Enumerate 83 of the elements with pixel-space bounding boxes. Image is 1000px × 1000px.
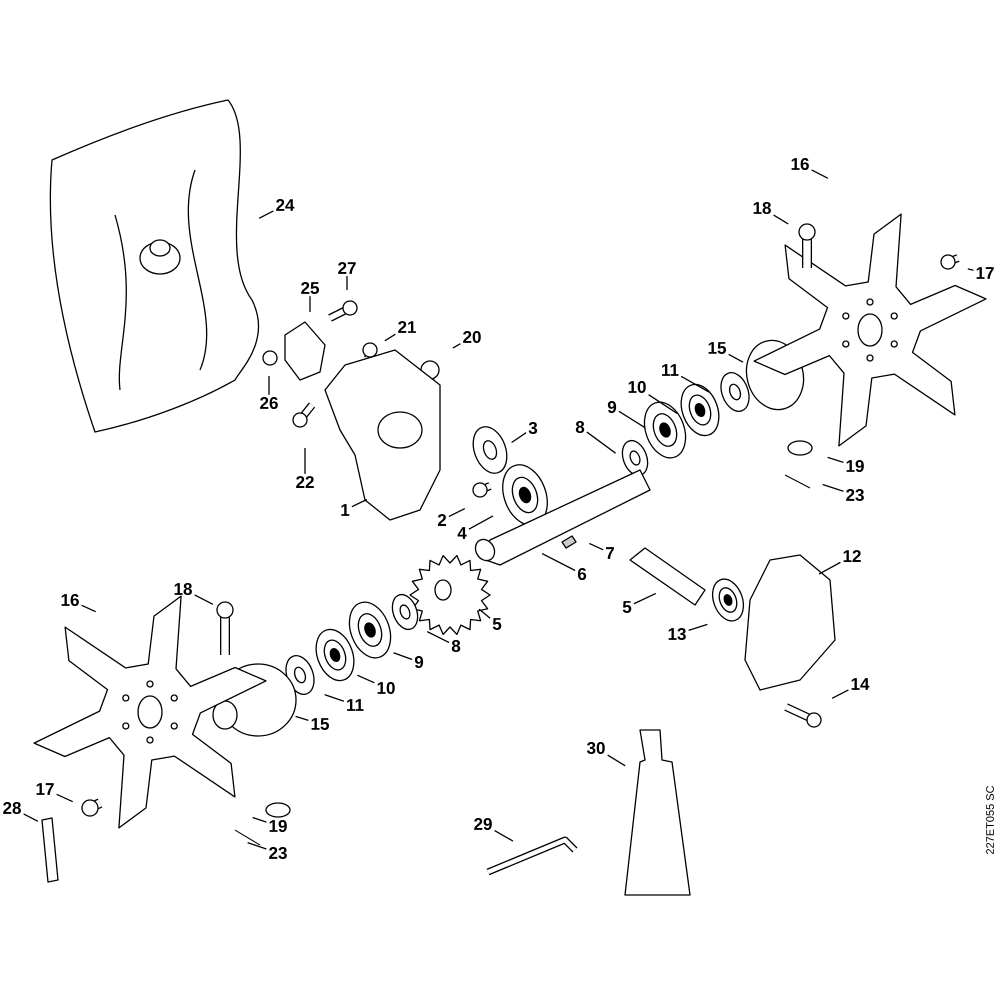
callout-number: 11	[662, 364, 679, 376]
callout-number: 2	[438, 514, 446, 526]
leader-line	[688, 624, 708, 631]
callout-number: 8	[452, 640, 460, 652]
leader-line	[811, 169, 828, 179]
callout-number: 7	[606, 547, 614, 559]
leader-line	[426, 631, 450, 644]
leader-line	[252, 816, 267, 823]
leader-line	[589, 542, 604, 550]
callout-number: 3	[528, 422, 538, 434]
leader-line	[607, 754, 626, 766]
leader-line	[468, 515, 494, 530]
callout-number: 5	[622, 601, 632, 613]
leader-line	[268, 376, 270, 395]
leader-line	[81, 604, 96, 612]
leader-line	[56, 794, 73, 802]
leader-line	[818, 562, 841, 575]
leader-line	[194, 594, 214, 605]
callout-number: 8	[576, 420, 584, 434]
callout-number: 9	[414, 656, 424, 668]
callout-number: 24	[276, 199, 294, 211]
leader-line	[393, 652, 412, 660]
callout-number: 16	[62, 594, 79, 606]
callout-number: 14	[852, 678, 870, 690]
callout-number: 1	[341, 504, 350, 516]
callout-number: 20	[463, 330, 481, 344]
leader-line	[822, 484, 844, 492]
callout-number: 18	[174, 582, 192, 596]
leader-line	[634, 592, 656, 604]
leader-line	[304, 448, 306, 474]
callout-number: 12	[844, 550, 861, 562]
callout-number: 16	[792, 158, 809, 170]
callout-number: 5	[492, 618, 502, 630]
callout-number: 22	[296, 476, 314, 488]
callout-number: 28	[3, 802, 21, 814]
callout-number: 11	[347, 699, 364, 711]
callout-number: 17	[36, 783, 54, 795]
leader-line	[827, 456, 844, 463]
leader-line	[247, 842, 267, 850]
leader-line	[968, 268, 974, 271]
callout-number: 17	[976, 267, 994, 279]
leader-line	[346, 276, 348, 290]
callout-number: 23	[846, 488, 864, 502]
leader-line	[586, 432, 616, 454]
callout-number: 27	[338, 262, 356, 274]
callout-number: 21	[398, 321, 416, 333]
leader-line	[324, 694, 344, 702]
leader-line	[448, 508, 466, 518]
leader-line	[648, 394, 678, 414]
callout-number: 15	[708, 342, 726, 354]
leader-line	[773, 214, 789, 224]
leader-line	[23, 813, 38, 822]
callout-number: 30	[586, 742, 605, 754]
callout-number: 23	[269, 846, 287, 860]
leader-line	[452, 343, 461, 349]
callout-number: 19	[270, 820, 287, 832]
callout-number: 18	[754, 202, 771, 214]
callout-number: 9	[608, 400, 616, 414]
leader-line	[309, 296, 311, 312]
callout-number: 13	[668, 628, 686, 640]
leader-line	[511, 432, 526, 444]
callout-number: 15	[312, 718, 329, 730]
leader-line	[295, 716, 309, 722]
callout-number: 10	[378, 682, 395, 694]
leader-line	[680, 376, 710, 393]
callout-number: 29	[474, 818, 492, 830]
callout-number: 26	[260, 396, 278, 410]
leader-line	[728, 354, 744, 363]
leader-line	[494, 830, 514, 842]
leader-line	[352, 498, 368, 508]
leader-line	[384, 334, 396, 342]
leader-line	[357, 674, 375, 684]
drawing-code: 227ET055 SC	[986, 786, 994, 854]
leader-line	[618, 410, 646, 428]
leader-line	[542, 553, 576, 572]
leader-line	[478, 608, 491, 619]
callout-number: 10	[628, 380, 646, 394]
callout-number: 25	[301, 282, 319, 294]
callout-number: 6	[578, 568, 586, 580]
leader-line	[258, 210, 274, 219]
callout-number: 4	[458, 527, 467, 539]
callout-number: 19	[846, 460, 864, 472]
leader-line	[832, 689, 849, 699]
